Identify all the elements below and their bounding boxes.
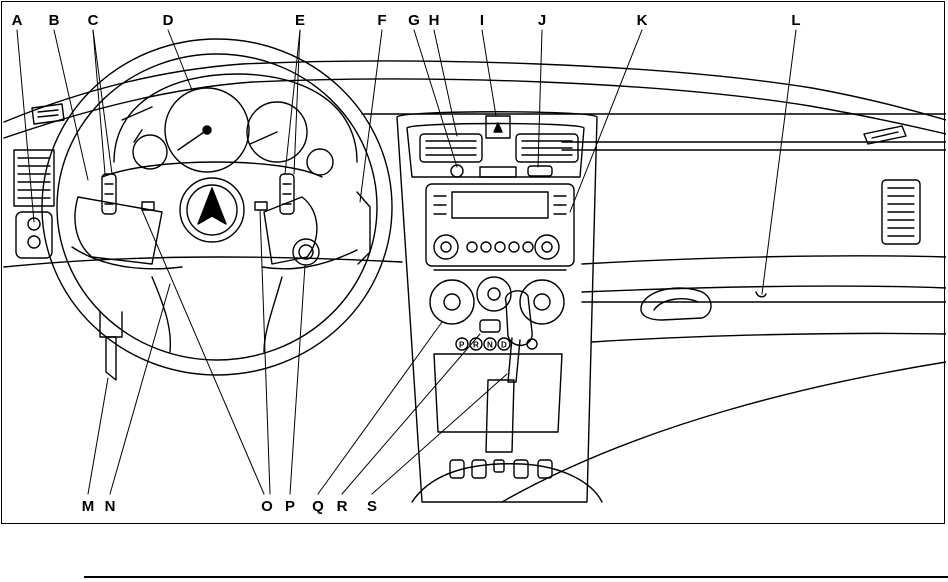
instrument-panel-diagram: A B C D E F G H I J K L M N O P Q R S P … [1, 1, 945, 524]
gear-n: N [487, 341, 493, 350]
page-rule [84, 576, 948, 578]
gear-r: R [473, 341, 479, 350]
gear-p: P [459, 341, 465, 350]
gear-d: D [501, 341, 507, 350]
gear-letters: P R N D [2, 2, 946, 525]
